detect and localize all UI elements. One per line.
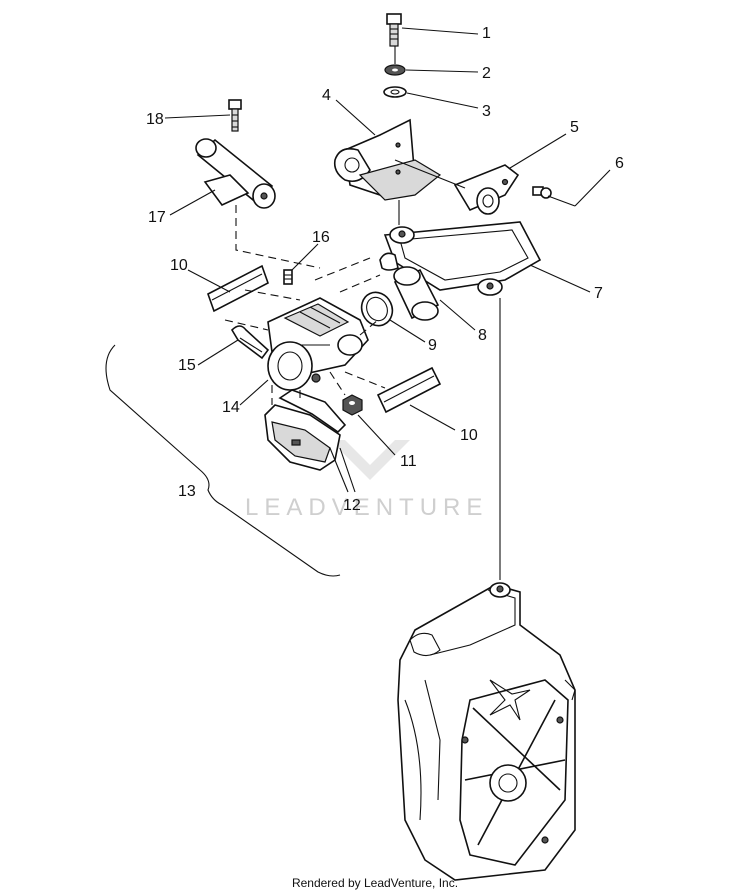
part-1-bolt (386, 13, 402, 47)
part-7-frame-mount (379, 221, 542, 296)
callout-13: 13 (178, 483, 196, 500)
callout-9: 9 (428, 337, 437, 354)
callout-10-lower: 10 (460, 427, 478, 444)
assembly-lines (224, 46, 501, 580)
watermark-logo (330, 440, 410, 480)
part-16-bleeder-screw (283, 269, 293, 285)
footer-credit: Rendered by LeadVenture, Inc. (291, 876, 459, 890)
part-14-caliper-body (267, 297, 369, 391)
watermark-text: LEADVENTURE (245, 494, 488, 521)
part-12-brake-pads (264, 389, 347, 471)
callout-labels: 1 2 3 4 5 6 7 8 9 10 10 11 12 13 14 15 1… (146, 25, 624, 514)
callout-12: 12 (343, 497, 361, 514)
callout-11: 11 (400, 453, 417, 470)
callout-6: 6 (615, 155, 624, 172)
callout-15: 15 (178, 357, 196, 374)
callout-14: 14 (222, 399, 240, 416)
callout-10-upper: 10 (170, 257, 188, 274)
callout-7: 7 (594, 285, 603, 302)
part-10-shim-upper (207, 264, 269, 313)
part-11-nut (342, 394, 363, 416)
callout-8: 8 (478, 327, 487, 344)
callout-5: 5 (570, 119, 579, 136)
part-9-o-ring (360, 291, 394, 327)
callout-1: 1 (482, 25, 491, 42)
callout-3: 3 (482, 103, 491, 120)
group-bracket-13 (105, 344, 341, 577)
callout-2: 2 (482, 65, 491, 82)
part-17-fitting-tube (195, 138, 276, 209)
part-2-lock-washer (384, 64, 406, 76)
callout-18: 18 (146, 111, 164, 128)
part-5-pivot-block (394, 159, 520, 215)
part-15-hose-fitting (230, 325, 270, 360)
callout-4: 4 (322, 87, 331, 104)
part-18-screw (228, 99, 242, 132)
chaincase-housing (397, 582, 576, 881)
part-3-flat-washer (383, 86, 407, 98)
part-4-bracket (333, 118, 442, 201)
part-10-shim-lower (376, 366, 442, 414)
callout-17: 17 (148, 209, 166, 226)
part-6-pin (532, 186, 576, 207)
part-8-bushing (393, 266, 440, 321)
leader-lines (164, 27, 611, 493)
callout-16: 16 (312, 229, 330, 246)
